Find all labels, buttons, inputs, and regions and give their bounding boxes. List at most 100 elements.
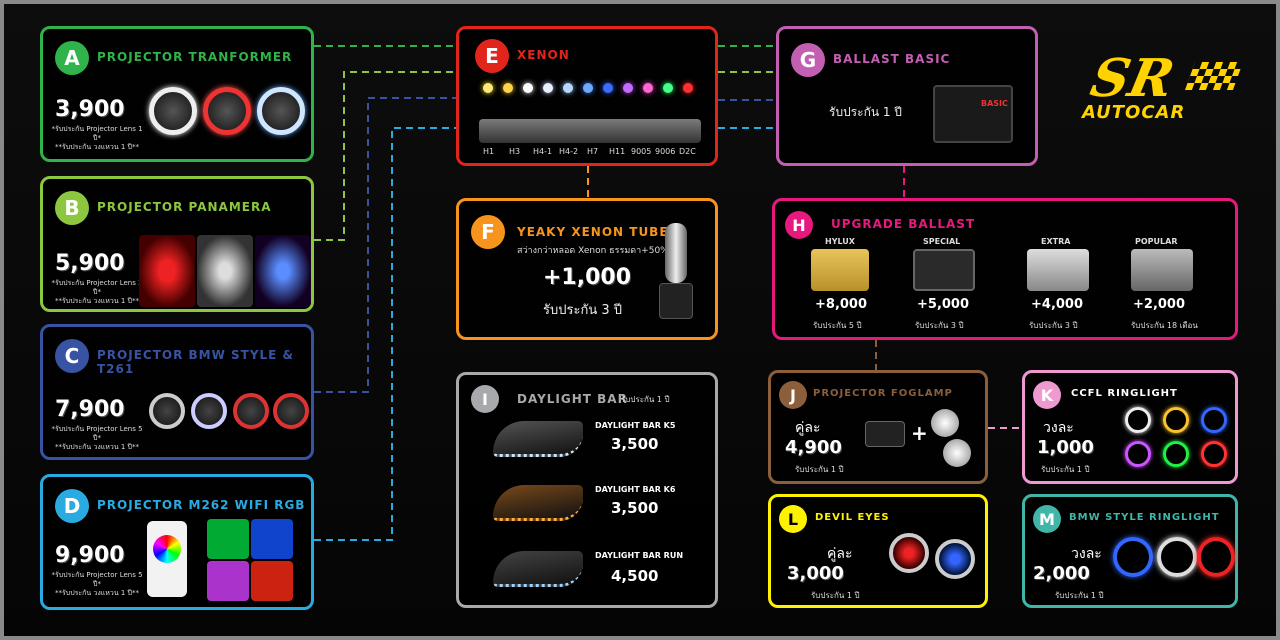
card-projector-tranformer[interactable]: A PROJECTOR TRANFORMER 3,900 *รับประกัน … [40, 26, 314, 162]
bulb-dot [603, 83, 613, 93]
bulb-label: H11 [609, 147, 626, 156]
badge-e: E [475, 39, 509, 73]
ccfl-ring-purple [1125, 441, 1151, 467]
item-warranty: รับประกัน 5 ปี [813, 321, 862, 330]
card-title: CCFL RINGLIGHT [1071, 388, 1178, 399]
card-projector-foglamp[interactable]: J PROJECTOR FOGLAMP คู่ละ 4,900 รับประกั… [768, 370, 988, 484]
card-xenon[interactable]: E XENON H1 H3 H4-1 H4-2 H7 H11 9005 9006… [456, 26, 718, 166]
price: 4,900 [785, 437, 842, 458]
card-upgrade-ballast[interactable]: H UPGRADE BALLAST HYLUX +8,000 รับประกัน… [772, 198, 1238, 340]
panamera-blue-image [255, 235, 311, 307]
warranty: รับประกัน 3 ปี [543, 303, 622, 318]
price: 3,000 [787, 563, 844, 584]
ballast-hylux-image [811, 249, 869, 291]
projector-lens-image [257, 87, 305, 135]
ballast-item-special[interactable]: SPECIAL +5,000 รับประกัน 3 ปี [911, 237, 991, 337]
pair-label: วงละ [1043, 420, 1074, 436]
ccfl-ring-yellow [1163, 407, 1189, 433]
item-name: DAYLIGHT BAR K5 [595, 421, 676, 430]
card-projector-bmw-style[interactable]: C PROJECTOR BMW STYLE & T261 7,900 *รับป… [40, 324, 314, 460]
bulb-dot [623, 83, 633, 93]
smartphone-image [147, 521, 187, 597]
card-ballast-basic[interactable]: G BALLAST BASIC รับประกัน 1 ปี BASIC [776, 26, 1038, 166]
card-title: PROJECTOR BMW STYLE & T261 [97, 348, 295, 376]
daylight-bar-k5-image [493, 421, 583, 457]
card-title: PROJECTOR TRANFORMER [97, 50, 293, 64]
badge-m: M [1033, 505, 1061, 533]
card-ccfl-ringlight[interactable]: K CCFL RINGLIGHT วงละ 1,000 รับประกัน 1 … [1022, 370, 1238, 484]
card-title: PROJECTOR M262 WIFI RGB [97, 498, 306, 512]
ccfl-ring-green [1163, 441, 1189, 467]
bulb-dot [543, 83, 553, 93]
item-name: POPULAR [1135, 237, 1178, 246]
color-wheel-icon [153, 535, 181, 563]
badge-b: B [55, 191, 89, 225]
badge-j: J [779, 381, 807, 409]
panamera-red-image [139, 235, 195, 307]
bulb-label: 9005 [631, 147, 652, 156]
bulb-dot [663, 83, 673, 93]
badge-c: C [55, 339, 89, 373]
ballast-item-extra[interactable]: EXTRA +4,000 รับประกัน 3 ปี [1025, 237, 1105, 337]
badge-f: F [471, 215, 505, 249]
price: 3,900 [55, 97, 125, 122]
device-label: BASIC [981, 99, 1008, 108]
foglamp-ballast-image [865, 421, 905, 447]
ccfl-ring-red [1201, 441, 1227, 467]
xenon-color-dots [479, 83, 701, 97]
badge-g: G [791, 43, 825, 77]
badge-a: A [55, 41, 89, 75]
bulb-label: H1 [483, 147, 495, 156]
warranty-note: *รับประกัน Projector Lens 1 ปี***รับประก… [51, 125, 143, 151]
warranty: รับประกัน 1 ปี [795, 465, 844, 474]
card-daylight-bar[interactable]: I DAYLIGHT BAR รับประกัน 1 ปี DAYLIGHT B… [456, 372, 718, 608]
rgb-ring-purple-image [207, 561, 249, 601]
card-title: UPGRADE BALLAST [831, 217, 976, 231]
ccfl-ring-blue [1201, 407, 1227, 433]
ballast-special-image [913, 249, 975, 291]
badge-d: D [55, 489, 89, 523]
badge-l: L [779, 505, 807, 533]
ballast-item-popular[interactable]: POPULAR +2,000 รับประกัน 18 เดือน [1131, 237, 1231, 337]
bulb-dot [583, 83, 593, 93]
price: 7,900 [55, 397, 125, 422]
ballast-device-image: BASIC [933, 85, 1013, 143]
item-price: 3,500 [611, 499, 659, 517]
item-warranty: รับประกัน 3 ปี [1029, 321, 1078, 330]
card-title: PROJECTOR FOGLAMP [813, 388, 953, 399]
card-projector-m262[interactable]: D PROJECTOR M262 WIFI RGB 9,900 *รับประก… [40, 474, 314, 610]
price: 9,900 [55, 543, 125, 568]
xenon-bulb-types: H1 H3 H4-1 H4-2 H7 H11 9005 9006 D2C [479, 119, 701, 159]
ballast-item-hylux[interactable]: HYLUX +8,000 รับประกัน 5 ปี [807, 237, 887, 337]
bulb-dot [503, 83, 513, 93]
card-yeaky-xenon-tube[interactable]: F YEAKY XENON TUBE สว่างกว่าหลอด Xenon ธ… [456, 198, 718, 340]
item-price: 3,500 [611, 435, 659, 453]
bulb-label: 9006 [655, 147, 676, 156]
card-title: YEAKY XENON TUBE [517, 225, 669, 239]
xenon-tube-image [665, 223, 687, 283]
card-devil-eyes[interactable]: L DEVIL EYES คู่ละ 3,000 รับประกัน 1 ปี [768, 494, 988, 608]
bulb-dot [483, 83, 493, 93]
bulb-dot [523, 83, 533, 93]
bulb-label: H4-1 [533, 147, 553, 156]
xenon-tube-base-image [659, 283, 693, 319]
item-name: EXTRA [1041, 237, 1071, 246]
ballast-popular-image [1131, 249, 1193, 291]
bulb-label: D2C [679, 147, 696, 156]
price: 1,000 [1037, 437, 1094, 458]
bulb-label: H7 [587, 147, 599, 156]
bulb-dot [683, 83, 693, 93]
card-projector-panamera[interactable]: B PROJECTOR PANAMERA 5,900 *รับประกัน Pr… [40, 176, 314, 312]
warranty: รับประกัน 1 ปี [829, 105, 902, 119]
item-warranty: รับประกัน 3 ปี [915, 321, 964, 330]
badge-h: H [785, 211, 813, 239]
logo-mark: SR [1085, 48, 1180, 109]
badge-i: I [471, 385, 499, 413]
card-bmw-style-ringlight[interactable]: M BMW STYLE RINGLIGHT วงละ 2,000 รับประก… [1022, 494, 1238, 608]
item-name: HYLUX [825, 237, 855, 246]
projector-lens-image [233, 393, 269, 429]
item-warranty: รับประกัน 18 เดือน [1131, 321, 1198, 330]
card-title: BMW STYLE RINGLIGHT [1069, 512, 1220, 523]
warranty-note: *รับประกัน Projector Lens 2 ปี***รับประก… [51, 279, 143, 305]
